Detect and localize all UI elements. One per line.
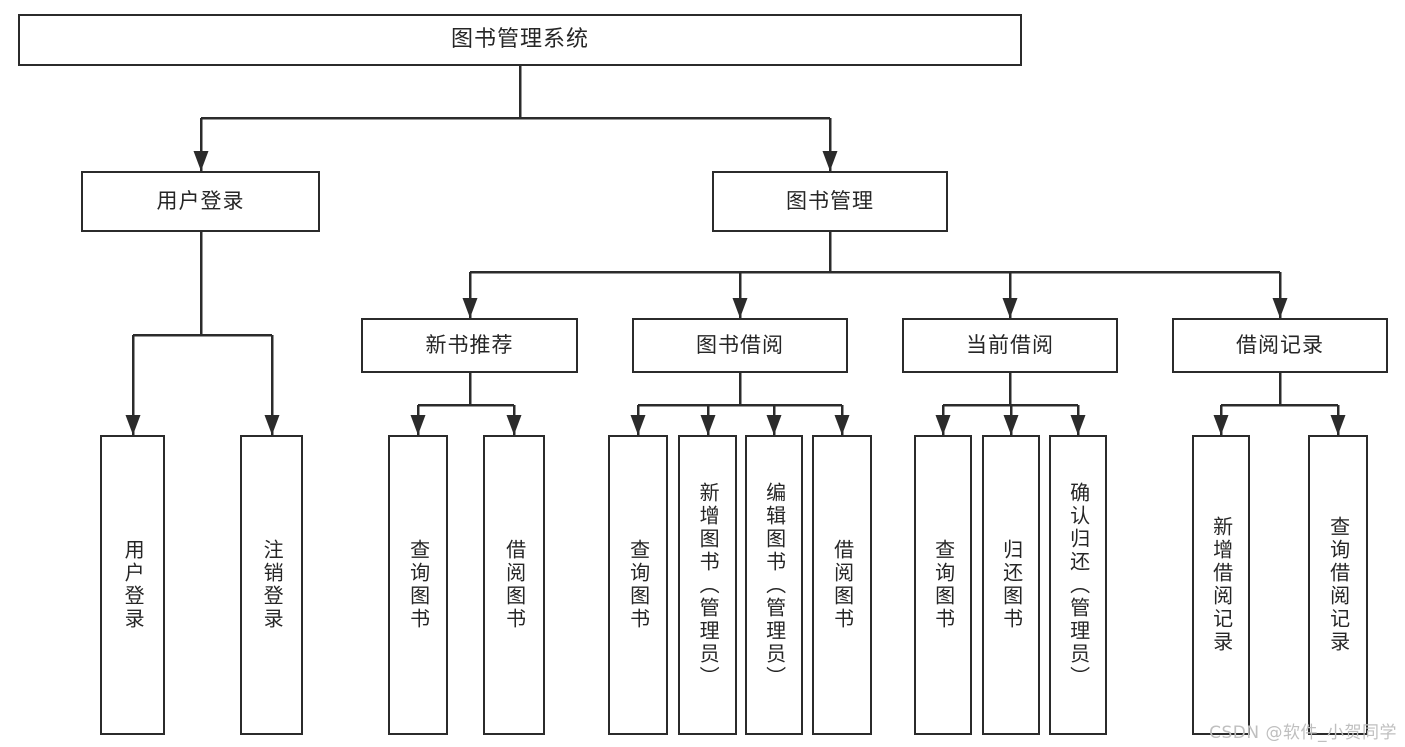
arrow-head-icon [1330, 415, 1346, 435]
arrow-head-icon [766, 415, 782, 435]
node-label-l-borrow2: 借阅图书 [830, 539, 855, 631]
node-label-current: 当前借阅 [966, 333, 1054, 358]
node-current[interactable]: 当前借阅 [902, 318, 1118, 373]
node-l-edit[interactable]: 编辑图书（管理员） [745, 435, 803, 735]
arrow-head-icon [193, 151, 209, 171]
node-bookmgmt[interactable]: 图书管理 [712, 171, 948, 232]
arrow-head-icon [1002, 298, 1018, 318]
node-l-add[interactable]: 新增图书（管理员） [678, 435, 737, 735]
arrow-head-icon [732, 298, 748, 318]
arrow-head-icon [1272, 298, 1288, 318]
node-l-confirm[interactable]: 确认归还（管理员） [1049, 435, 1107, 735]
node-l-login[interactable]: 用户登录 [100, 435, 165, 735]
node-l-return[interactable]: 归还图书 [982, 435, 1040, 735]
node-l-queryrec[interactable]: 查询借阅记录 [1308, 435, 1368, 735]
node-login[interactable]: 用户登录 [81, 171, 320, 232]
arrow-head-icon [700, 415, 716, 435]
node-label-l-add: 新增图书（管理员） [696, 481, 721, 689]
arrow-head-icon [1213, 415, 1229, 435]
node-l-query3[interactable]: 查询图书 [914, 435, 972, 735]
node-label-l-confirm: 确认归还（管理员） [1066, 481, 1091, 689]
arrow-head-icon [1003, 415, 1019, 435]
node-l-query1[interactable]: 查询图书 [388, 435, 448, 735]
node-label-l-query3: 查询图书 [931, 539, 956, 631]
node-label-bookmgmt: 图书管理 [786, 189, 874, 214]
node-label-newbook: 新书推荐 [425, 333, 514, 358]
node-label-records: 借阅记录 [1236, 333, 1324, 358]
node-borrow[interactable]: 图书借阅 [632, 318, 848, 373]
node-newbook[interactable]: 新书推荐 [361, 318, 578, 373]
node-root[interactable]: 图书管理系统 [18, 14, 1022, 66]
node-l-borrow2[interactable]: 借阅图书 [812, 435, 872, 735]
node-l-query2[interactable]: 查询图书 [608, 435, 668, 735]
node-label-l-edit: 编辑图书（管理员） [762, 481, 787, 689]
arrow-head-icon [935, 415, 951, 435]
node-label-l-login: 用户登录 [121, 539, 146, 631]
arrow-head-icon [834, 415, 850, 435]
arrow-head-icon [264, 415, 280, 435]
arrow-head-icon [1070, 415, 1086, 435]
node-label-l-borrow1: 借阅图书 [502, 539, 527, 631]
node-label-borrow: 图书借阅 [696, 333, 784, 358]
node-l-logout[interactable]: 注销登录 [240, 435, 303, 735]
node-label-login: 用户登录 [156, 189, 245, 214]
arrow-head-icon [822, 151, 838, 171]
node-l-addrec[interactable]: 新增借阅记录 [1192, 435, 1250, 735]
node-label-l-logout: 注销登录 [260, 539, 285, 631]
arrow-head-icon [462, 298, 478, 318]
node-l-borrow1[interactable]: 借阅图书 [483, 435, 545, 735]
arrow-head-icon [410, 415, 426, 435]
node-label-l-query2: 查询图书 [626, 539, 651, 631]
node-records[interactable]: 借阅记录 [1172, 318, 1388, 373]
arrow-head-icon [506, 415, 522, 435]
arrow-head-icon [630, 415, 646, 435]
node-label-l-query1: 查询图书 [406, 539, 431, 631]
node-label-l-queryrec: 查询借阅记录 [1326, 516, 1351, 654]
node-label-l-addrec: 新增借阅记录 [1209, 516, 1234, 654]
node-label-root: 图书管理系统 [450, 27, 589, 53]
node-label-l-return: 归还图书 [999, 539, 1024, 631]
arrow-head-icon [125, 415, 141, 435]
